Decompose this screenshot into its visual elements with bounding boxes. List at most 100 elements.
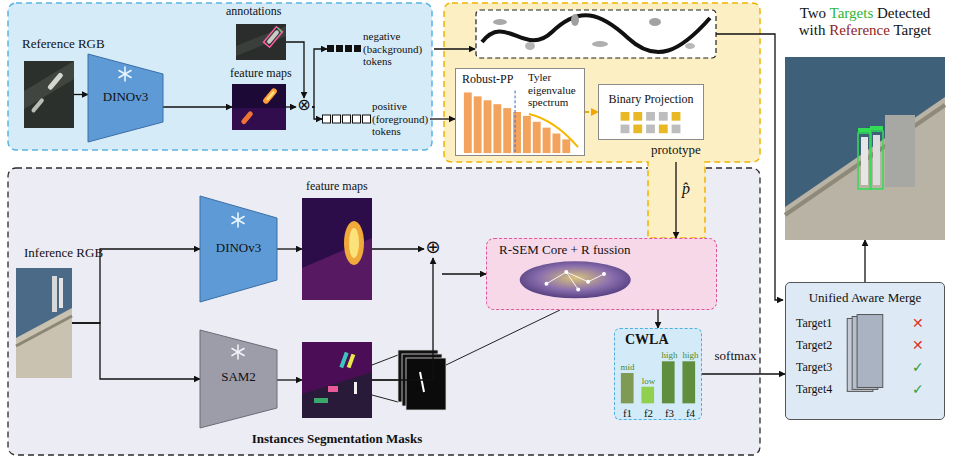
spectrum-box: Robust-PP Tyler eigenvalue spectrum bbox=[455, 68, 585, 156]
spectrum-chart-part bbox=[529, 114, 578, 147]
weighting-box: CWLAmidlowhighhighf1f2f3f4 bbox=[614, 328, 702, 420]
node-label: f2 bbox=[644, 407, 653, 420]
annotation-image-part bbox=[264, 27, 283, 47]
segmenter-block: SAM2 bbox=[200, 330, 277, 428]
segmenter-shape-part bbox=[232, 349, 244, 356]
node-label: Target1 bbox=[796, 317, 832, 331]
title-word: Targets bbox=[830, 5, 874, 21]
binary-code-part bbox=[621, 125, 630, 134]
node-label: Target3 bbox=[796, 361, 832, 375]
result-image-part bbox=[870, 126, 883, 130]
background-manifold-part bbox=[592, 41, 608, 47]
encoder-shape-part bbox=[119, 67, 131, 81]
segmenter-shape-part bbox=[232, 345, 244, 359]
symbol-label: ✕ bbox=[912, 315, 924, 331]
weight-bars-part bbox=[682, 361, 695, 403]
heatmap-image-part bbox=[302, 198, 372, 300]
binary-code-part bbox=[659, 125, 668, 134]
node-label: Robust-PP bbox=[462, 73, 513, 87]
node-label: DINOv3 bbox=[103, 90, 149, 105]
background-manifold-part bbox=[482, 15, 710, 52]
background-manifold-part bbox=[493, 19, 507, 25]
flow-arrow bbox=[277, 248, 302, 249]
result-image-part bbox=[858, 133, 871, 189]
heatmap-image-part bbox=[232, 84, 286, 130]
node-label: Binary Projection bbox=[609, 93, 694, 107]
encoder-shape-part bbox=[232, 217, 244, 224]
satellite-image-part bbox=[31, 98, 45, 114]
connector-group bbox=[72, 42, 865, 380]
core-graph-part bbox=[546, 272, 603, 290]
binary-code-part bbox=[633, 112, 642, 121]
node-label: Tyler eigenvalue spectrum bbox=[528, 71, 584, 109]
spectrum-chart-part bbox=[503, 108, 511, 153]
node-label: mid bbox=[620, 362, 634, 372]
background-manifold bbox=[476, 10, 716, 58]
symbol-label: ✓ bbox=[912, 381, 924, 397]
core-graph-part bbox=[564, 270, 568, 274]
spectrum-chart-part bbox=[562, 139, 570, 153]
token-squares-part bbox=[353, 115, 361, 123]
mask-image bbox=[302, 342, 372, 418]
token-squares-part bbox=[343, 115, 351, 123]
encoder-shape-part bbox=[119, 71, 131, 78]
mask-image-part bbox=[314, 398, 328, 403]
segmenter-shape-part bbox=[232, 349, 244, 356]
token-row: negative (background) tokens bbox=[327, 30, 429, 68]
flow-line bbox=[446, 310, 560, 365]
binary-code-part bbox=[646, 112, 655, 121]
satellite-image-part bbox=[24, 61, 74, 128]
weight-bars-part bbox=[641, 387, 654, 404]
flow-arrow bbox=[430, 118, 455, 119]
core-graph-part bbox=[586, 280, 590, 284]
core-graph-part bbox=[576, 288, 580, 292]
flow-arrow bbox=[372, 258, 433, 380]
symbol-label: ✓ bbox=[912, 359, 924, 375]
feature-map: feature maps bbox=[232, 84, 286, 130]
flow-arrow bbox=[675, 162, 676, 238]
spectrum-chart-part bbox=[464, 92, 472, 153]
mask-image-part bbox=[302, 342, 372, 418]
satellite-image-part bbox=[16, 268, 72, 378]
node-label: feature maps bbox=[230, 67, 292, 81]
binary-code-part bbox=[672, 125, 681, 134]
background-manifold-part bbox=[649, 18, 661, 26]
symbol-label: ⊕ bbox=[425, 237, 440, 258]
multiply-op: ⊗ bbox=[296, 98, 312, 116]
token-squares-part bbox=[333, 115, 341, 123]
satellite-image-part bbox=[16, 316, 72, 346]
heatmap-image-part bbox=[262, 87, 278, 105]
card-stack-part bbox=[857, 315, 883, 388]
edge-label: p̂ bbox=[680, 180, 692, 198]
node-label: SAM2 bbox=[221, 370, 256, 385]
spectrum-chart-part bbox=[543, 128, 551, 153]
flow-arrow bbox=[312, 49, 327, 107]
heatmap-image-part bbox=[266, 91, 275, 101]
projection-box: Binary Projectionprototype bbox=[598, 84, 704, 140]
spectrum-chart-part bbox=[552, 134, 560, 154]
heatmap-image-part bbox=[240, 110, 253, 125]
background-manifold-part bbox=[571, 14, 579, 26]
flow-arrow bbox=[702, 373, 785, 374]
core-graph-part bbox=[544, 282, 548, 286]
annotation-image bbox=[236, 24, 286, 60]
merge-box: Unified Aware MergeTarget1Target2Target3… bbox=[785, 282, 945, 420]
fan-lines-part bbox=[372, 355, 398, 365]
fan-lines bbox=[372, 355, 398, 402]
segmenter-shape-part bbox=[200, 330, 277, 428]
flow-arrow bbox=[74, 94, 88, 95]
binary-code-part bbox=[672, 112, 681, 121]
node-label: negative (background) tokens bbox=[363, 30, 429, 68]
mask-image-part bbox=[302, 372, 372, 418]
binary-code-part bbox=[621, 112, 630, 121]
node-label: Instances Segmentation Masks bbox=[252, 432, 422, 447]
result-image-part bbox=[785, 97, 945, 240]
flow-line bbox=[434, 48, 475, 49]
flow-arrow bbox=[72, 249, 200, 323]
annotation-image-part bbox=[236, 24, 286, 60]
node-label: Reference RGB bbox=[22, 37, 105, 52]
token-squares-part bbox=[363, 115, 371, 123]
binary-code-part bbox=[659, 112, 668, 121]
